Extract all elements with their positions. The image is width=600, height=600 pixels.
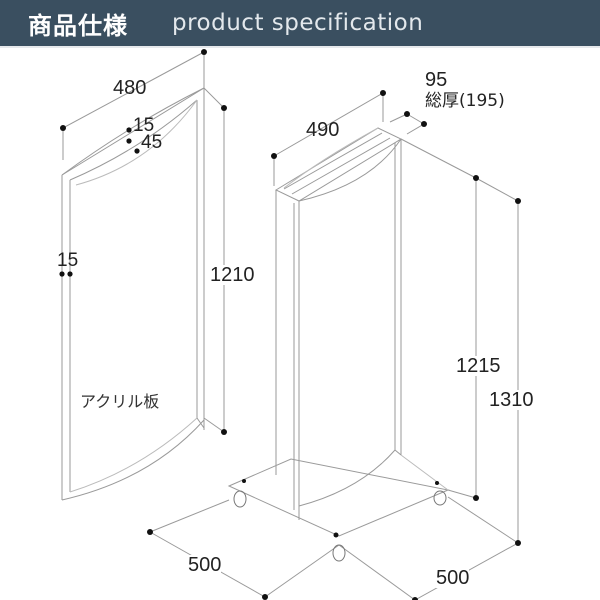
sign-width-label: 490: [306, 119, 340, 141]
dimension-dots: [59, 49, 521, 600]
header-title-en: product specification: [172, 10, 424, 36]
total-thickness-label: 総厚(195): [425, 91, 505, 111]
total-height-label: 1310: [489, 389, 534, 411]
base-width-label: 500: [436, 567, 470, 589]
acrylic-material-label: アクリル板: [80, 392, 160, 411]
sign-height-label: 1215: [456, 355, 501, 377]
base-depth-label: 500: [188, 554, 222, 576]
panel-frame1-label: 15: [133, 115, 155, 136]
thickness-label: 95: [425, 69, 448, 91]
stand-drawing: [149, 92, 519, 600]
acrylic-panel-drawing: [61, 51, 225, 501]
panel-frame2-label: 45: [141, 132, 163, 153]
panel-side-frame-label: 15: [57, 250, 79, 271]
spec-header: 商品仕様 product specification: [0, 0, 600, 48]
panel-width-label: 480: [113, 77, 147, 99]
panel-height-label: 1210: [210, 264, 255, 286]
header-title-jp: 商品仕様: [28, 11, 128, 40]
